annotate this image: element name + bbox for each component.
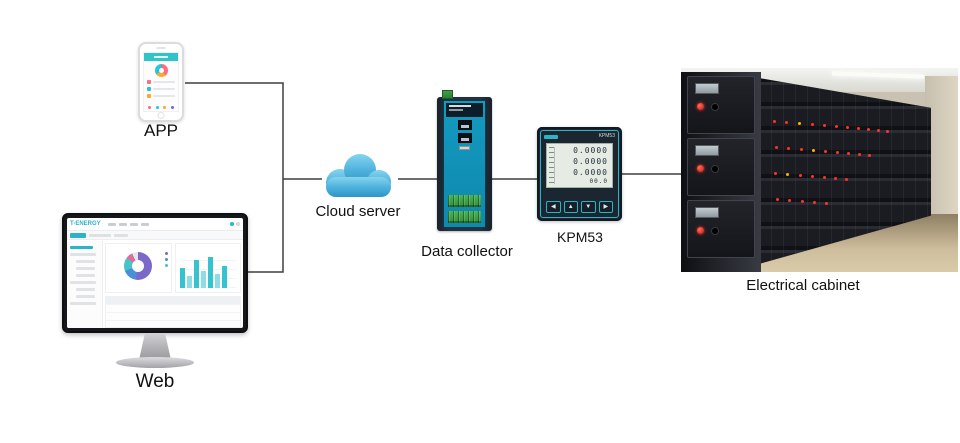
phone-list-row (147, 80, 175, 84)
meter-button-left: ◀ (546, 201, 561, 213)
monitor-stand-base (116, 357, 194, 368)
lcd-row: 0.0000 (573, 146, 608, 155)
dashboard-header: T-ENERGY (67, 218, 243, 231)
cloud-label: Cloud server (315, 203, 401, 220)
dashboard-pie-chart (105, 243, 172, 293)
ethernet-port-1 (457, 120, 472, 130)
cloud-icon (326, 154, 391, 197)
dashboard-header-icons (230, 222, 240, 226)
dashboard-sidebar (67, 241, 103, 328)
meter-model-text: KPM53 (598, 133, 615, 139)
dashboard-main (103, 241, 243, 328)
bar-chart-icon (179, 252, 236, 288)
phone-screen (143, 52, 179, 112)
smartphone (138, 42, 184, 122)
lcd-row: 0.0000 (573, 157, 608, 166)
meter-button-up: ▲ (563, 201, 578, 213)
cabinet-unit (687, 138, 755, 196)
web-label: Web (135, 371, 175, 392)
lcd-row: 0.0000 (573, 168, 608, 177)
collector-label: Data collector (421, 243, 513, 260)
meter-top-strip: KPM53 (541, 131, 618, 142)
meter-buttons: ◀ ▲ ▼ ▶ (546, 201, 613, 213)
usb-port (459, 146, 470, 150)
phone-list-row (147, 94, 175, 98)
cabinet-unit (687, 76, 755, 134)
monitor-screen: T-ENERGY (67, 218, 243, 328)
indicator-lights (773, 120, 776, 123)
cabinet-label: Electrical cabinet (746, 277, 860, 294)
meter-label: KPM53 (557, 229, 603, 245)
data-collector-device (437, 90, 492, 231)
dashboard-bar-chart (174, 243, 241, 293)
web-monitor: T-ENERGY (62, 213, 248, 333)
terminal-blocks (448, 191, 481, 223)
donut-chart-icon (124, 252, 153, 280)
dashboard-logo: T-ENERGY (70, 221, 101, 227)
phone-list-row (147, 87, 175, 91)
cabinet-unit (687, 200, 755, 258)
dashboard-table (105, 296, 241, 328)
meter-button-down: ▼ (581, 201, 596, 213)
ethernet-port-2 (457, 133, 472, 143)
app-label: APP (143, 121, 179, 140)
meter-brand-logo (544, 134, 558, 139)
meter-frame: KPM53 0.0000 0.0000 0.0000 00.0 ◀ ▲ ▼ ▶ (540, 130, 619, 218)
phone-nav-bar (146, 106, 176, 109)
phone-donut-chart (154, 64, 168, 77)
meter-lcd: 0.0000 0.0000 0.0000 00.0 (546, 143, 613, 188)
left-cabinet (681, 72, 761, 272)
meter-button-right: ▶ (598, 201, 613, 213)
dashboard-toolbar (67, 231, 243, 240)
phone-app-header (144, 53, 178, 61)
electrical-cabinet-photo (681, 68, 958, 272)
pie-legend (164, 252, 168, 267)
collector-label-plate (446, 103, 483, 117)
collector-front-panel (443, 100, 486, 228)
lcd-row: 00.0 (589, 178, 608, 185)
power-terminal-icon (442, 90, 453, 99)
collector-body (437, 97, 492, 231)
kpm53-device: KPM53 0.0000 0.0000 0.0000 00.0 ◀ ▲ ▼ ▶ (537, 127, 622, 221)
dashboard-nav (107, 222, 149, 226)
monitor-stand-neck (139, 334, 171, 360)
dashboard-body (67, 241, 243, 328)
